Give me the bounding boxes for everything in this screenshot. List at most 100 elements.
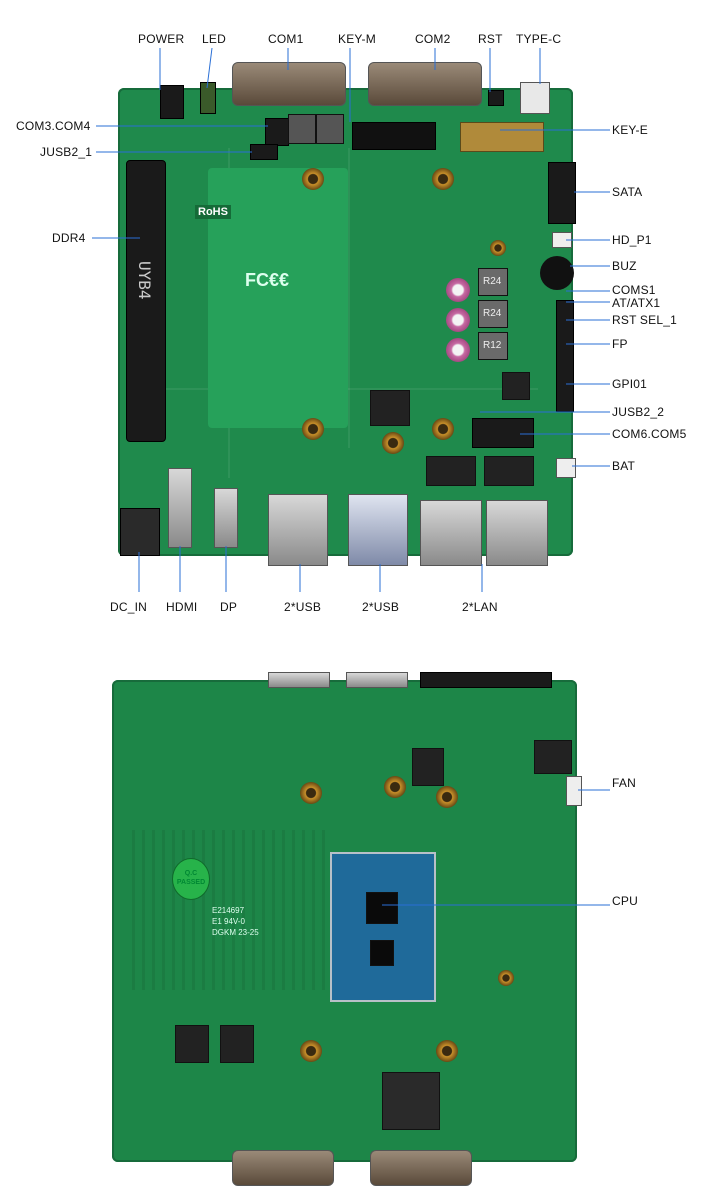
label-com2: COM2 bbox=[415, 32, 451, 46]
mounting-hole bbox=[432, 418, 454, 440]
pch-die bbox=[370, 940, 394, 966]
label-fp: FP bbox=[612, 337, 628, 351]
capacitor bbox=[446, 308, 470, 332]
ic-chip bbox=[412, 748, 444, 786]
m2-key-e-slot bbox=[460, 122, 544, 152]
mounting-hole bbox=[436, 786, 458, 808]
label-at-atx1: AT/ATX1 bbox=[612, 296, 661, 310]
m2-key-m-slot bbox=[352, 122, 436, 150]
label-jusb2-1: JUSB2_1 bbox=[40, 145, 93, 159]
label-cpu: CPU bbox=[612, 894, 638, 908]
label-coms1: COMS1 bbox=[612, 283, 656, 297]
board-code-line: E1 94V-0 bbox=[212, 917, 245, 926]
ddr4-slot: UYB4 bbox=[126, 160, 166, 442]
com1-rear bbox=[268, 672, 330, 688]
label-dc-in: DC_IN bbox=[110, 600, 148, 614]
fan-connector bbox=[566, 776, 582, 806]
pcb-light-zone bbox=[208, 168, 348, 428]
coil-r24-a: R24 bbox=[478, 268, 508, 296]
power-button[interactable] bbox=[160, 85, 184, 119]
mounting-hole bbox=[498, 970, 514, 986]
label-key-m: KEY-M bbox=[338, 32, 376, 46]
mounting-hole bbox=[490, 240, 506, 256]
dc-in-jack bbox=[120, 508, 160, 556]
mounting-hole bbox=[302, 418, 324, 440]
label-type-c: TYPE-C bbox=[516, 32, 562, 46]
mounting-hole bbox=[432, 168, 454, 190]
com-rear-bottom-2 bbox=[370, 1150, 472, 1186]
io-rear-edge bbox=[420, 672, 552, 688]
board-code-line: DGKM 23-25 bbox=[212, 928, 259, 937]
inductor bbox=[288, 114, 316, 144]
label-dp: DP bbox=[220, 600, 238, 614]
coil-label: R24 bbox=[483, 308, 502, 319]
mounting-hole bbox=[302, 168, 324, 190]
label-ddr4: DDR4 bbox=[52, 231, 86, 245]
label-usb-1: 2*USB bbox=[284, 600, 322, 614]
label-lan: 2*LAN bbox=[462, 600, 498, 614]
label-com1: COM1 bbox=[268, 32, 304, 46]
rohs-mark: RoHS bbox=[195, 205, 231, 219]
com2-connector bbox=[368, 62, 482, 106]
qc-passed-text: Q.C PASSED bbox=[176, 870, 206, 886]
battery-connector bbox=[556, 458, 576, 478]
label-rst-sel-1: RST SEL_1 bbox=[612, 313, 677, 327]
label-com3-com4: COM3.COM4 bbox=[16, 119, 91, 133]
super-io-chip bbox=[382, 1072, 440, 1130]
usb-port-pair-1 bbox=[268, 494, 328, 566]
coil-r24-b: R24 bbox=[478, 300, 508, 328]
capacitor bbox=[446, 278, 470, 302]
coil-r12: R12 bbox=[478, 332, 508, 360]
cpu-die bbox=[366, 892, 398, 924]
lan-controller bbox=[484, 456, 534, 486]
lan-port-1 bbox=[420, 500, 482, 566]
mounting-hole bbox=[436, 1040, 458, 1062]
board-codes: E214697 E1 94V-0 DGKM 23-25 bbox=[212, 905, 259, 938]
label-hd-p1: HD_P1 bbox=[612, 233, 652, 247]
label-hdmi: HDMI bbox=[166, 600, 198, 614]
fcc-mark: FC€€ bbox=[245, 270, 290, 290]
usb-port-pair-2 bbox=[348, 494, 408, 566]
label-rst: RST bbox=[478, 32, 503, 46]
mounting-hole bbox=[300, 782, 322, 804]
ic-chip bbox=[175, 1025, 209, 1063]
ic-chip bbox=[502, 372, 530, 400]
qc-passed-sticker: Q.C PASSED bbox=[172, 858, 210, 900]
mounting-hole bbox=[384, 776, 406, 798]
label-buz: BUZ bbox=[612, 259, 637, 273]
label-key-e: KEY-E bbox=[612, 123, 648, 137]
ic-chip bbox=[534, 740, 572, 774]
cpu-package bbox=[330, 852, 436, 1002]
reset-button[interactable] bbox=[488, 90, 504, 106]
capacitor bbox=[446, 338, 470, 362]
ddr4-silk-text: UYB4 bbox=[135, 261, 154, 300]
board-code-line: E214697 bbox=[212, 906, 245, 915]
label-usb-2: 2*USB bbox=[362, 600, 400, 614]
coil-label: R12 bbox=[483, 340, 502, 351]
ic-chip bbox=[370, 390, 410, 426]
com1-connector bbox=[232, 62, 346, 106]
ic-chip bbox=[220, 1025, 254, 1063]
com2-rear bbox=[346, 672, 408, 688]
mounting-hole bbox=[300, 1040, 322, 1062]
lan-port-2 bbox=[486, 500, 548, 566]
mounting-hole bbox=[382, 432, 404, 454]
coil-label: R24 bbox=[483, 276, 502, 287]
type-c-port bbox=[520, 82, 550, 114]
inductor bbox=[316, 114, 344, 144]
label-jusb2-2: JUSB2_2 bbox=[612, 405, 665, 419]
label-bat: BAT bbox=[612, 459, 636, 473]
label-power: POWER bbox=[138, 32, 185, 46]
label-gpi01: GPI01 bbox=[612, 377, 648, 391]
label-sata: SATA bbox=[612, 185, 643, 199]
lan-controller bbox=[426, 456, 476, 486]
hdmi-port bbox=[168, 468, 192, 548]
com-rear-bottom-1 bbox=[232, 1150, 334, 1186]
com6-com5-header bbox=[472, 418, 534, 448]
buzzer bbox=[540, 256, 574, 290]
label-led: LED bbox=[202, 32, 226, 46]
label-com6-com5: COM6.COM5 bbox=[612, 427, 687, 441]
sata-connector bbox=[548, 162, 576, 224]
label-fan: FAN bbox=[612, 776, 636, 790]
